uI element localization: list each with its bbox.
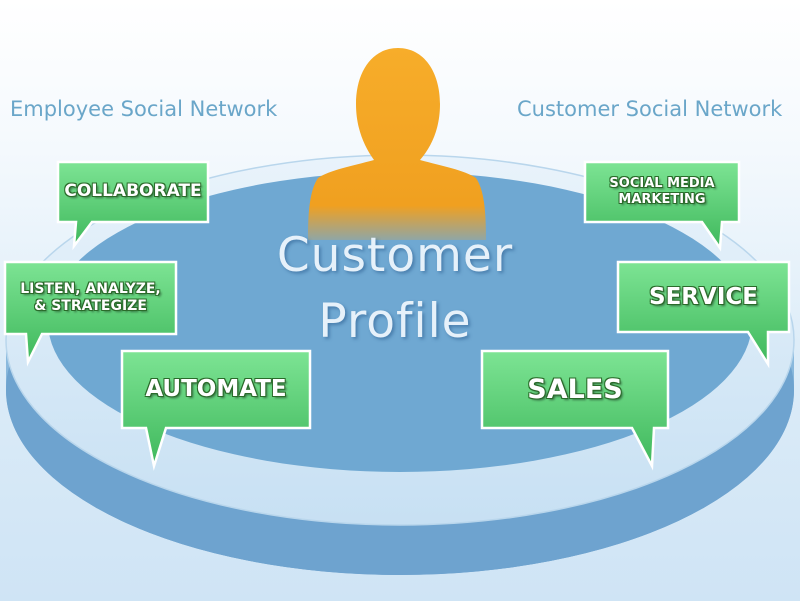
bubble-listen-shape [3,260,178,367]
bubble-collaborate: COLLABORATE [58,162,208,222]
bubble-social-line2: MARKETING [618,192,706,207]
bubble-social-shape [583,160,741,252]
bubble-service-label: SERVICE [649,283,758,310]
bubble-automate: AUTOMATE [122,351,310,428]
bubble-listen-line1: LISTEN, ANALYZE, [20,280,161,297]
center-title-line1: Customer [276,228,514,283]
bubble-sales-label: SALES [527,373,623,405]
bubble-automate-label: AUTOMATE [145,376,287,403]
bubble-sales-shape [480,349,670,471]
bubble-automate-shape [120,349,312,471]
bubble-sales: SALES [482,351,668,428]
bubble-service: SERVICE [618,262,789,332]
bubble-listen-line2: & STRATEGIZE [34,298,147,314]
bubble-listen: LISTEN, ANALYZE, & STRATEGIZE [5,262,176,334]
bubble-social-line1: SOCIAL MEDIA [609,175,715,191]
bubble-service-shape [616,260,791,369]
bubble-collaborate-shape [56,160,210,251]
bubble-social-media: SOCIAL MEDIA MARKETING [585,162,739,222]
bubble-collaborate-label: COLLABORATE [64,181,202,202]
person-silhouette [308,48,486,240]
center-title-line2: Profile [318,294,472,349]
employee-network-label: Employee Social Network [10,97,278,121]
bubble-shapes [3,160,791,471]
customer-network-label: Customer Social Network [517,97,783,121]
